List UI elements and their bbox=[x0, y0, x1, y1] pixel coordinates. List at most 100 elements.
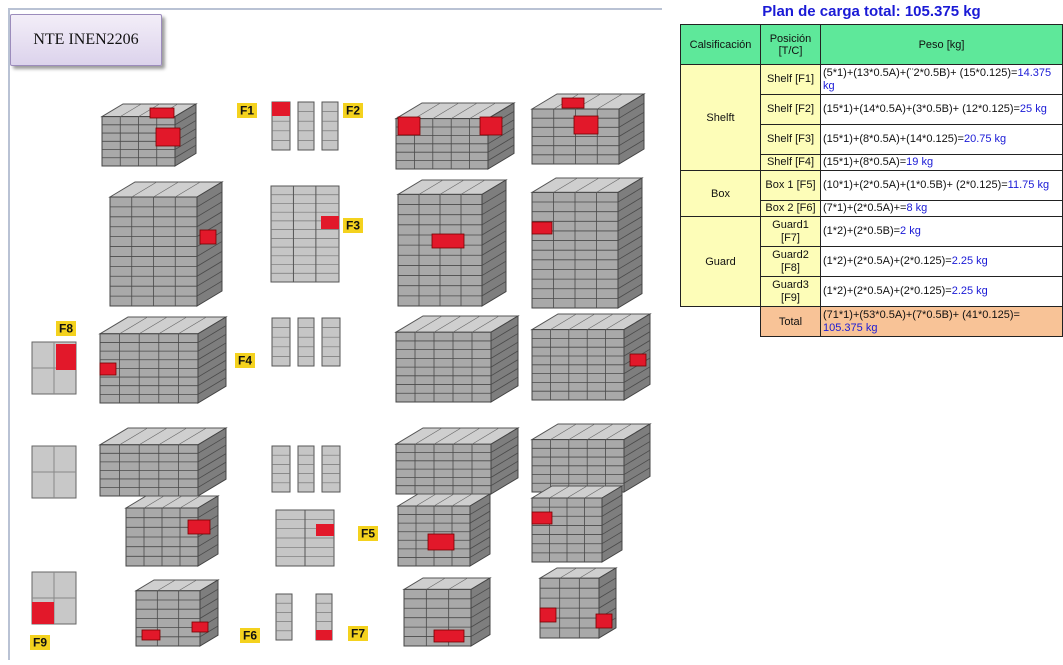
column bbox=[275, 593, 293, 641]
shelf-stack bbox=[394, 427, 520, 495]
shelf-f1-stack bbox=[100, 103, 198, 167]
figure-label-badge bbox=[348, 626, 368, 641]
position-cell: Box 1 [F5] bbox=[760, 170, 821, 201]
weight-cell: (10*1)+(2*0.5A)+(1*0.5B)+ (2*0.125)=11.7… bbox=[820, 170, 1063, 201]
position-cell: Box 2 [F6] bbox=[760, 200, 821, 217]
weight-value: 19 kg bbox=[906, 156, 934, 168]
box-f5-alt2-stack bbox=[530, 485, 624, 563]
weight-formula: (1*2)+(2*0.5B)= bbox=[823, 225, 901, 237]
position-cell: Shelf [F4] bbox=[760, 154, 821, 171]
box-f6-alt-stack bbox=[402, 577, 492, 647]
box-f6-stack bbox=[134, 579, 220, 647]
box-f6-alt2-stack bbox=[538, 567, 618, 639]
position-cell: Guard3 [F9] bbox=[760, 276, 821, 307]
table-row: Guard3 [F9](1*2)+(2*0.5A)+(2*0.125)=2.25… bbox=[681, 276, 1063, 307]
column bbox=[321, 445, 341, 493]
weight-value: 11.75 kg bbox=[1007, 179, 1050, 191]
weight-formula: (1*2)+(2*0.5A)+(2*0.125)= bbox=[823, 255, 952, 267]
shelf-f4-stack bbox=[98, 316, 228, 404]
guard-f7-column bbox=[315, 593, 333, 641]
weight-value: 2.25 kg bbox=[951, 285, 988, 297]
figure-label-badge bbox=[240, 628, 260, 643]
position-cell: Guard2 [F8] bbox=[760, 246, 821, 277]
weight-cell: (1*2)+(2*0.5A)+(2*0.125)=2.25 kg bbox=[820, 246, 1063, 277]
shelf-f3-stack bbox=[108, 181, 224, 307]
weight-cell: (15*1)+(8*0.5A)=19 kg bbox=[820, 154, 1063, 171]
shelf-stack bbox=[530, 423, 652, 493]
weight-value: 8 kg bbox=[906, 202, 928, 214]
classification-cell: Guard bbox=[680, 216, 761, 307]
figure-label-f1: F1 bbox=[240, 104, 254, 118]
weight-value: 20.75 kg bbox=[963, 133, 1007, 145]
column bbox=[271, 445, 291, 493]
weight-formula: (15*1)+(8*0.5A)+(14*0.125)= bbox=[823, 133, 964, 145]
guard-f9-view bbox=[31, 571, 77, 625]
table-row: Shelf [F4](15*1)+(8*0.5A)=19 kg bbox=[681, 154, 1063, 171]
column bbox=[271, 317, 291, 367]
figure-label-f5: F5 bbox=[361, 527, 375, 541]
figure-label-badge bbox=[235, 353, 255, 368]
total-label: Total bbox=[760, 306, 821, 337]
figure-label-f2: F2 bbox=[346, 104, 360, 118]
header-weight: Peso [kg] bbox=[820, 24, 1063, 65]
table-row: Guard2 [F8](1*2)+(2*0.5A)+(2*0.125)=2.25… bbox=[681, 246, 1063, 277]
total-value: 105.375 kg bbox=[823, 321, 878, 334]
figure-label-badge bbox=[358, 526, 378, 541]
figure-label-f9: F9 bbox=[33, 636, 47, 650]
position-cell: Shelf [F2] bbox=[760, 94, 821, 125]
figure-label-f3: F3 bbox=[346, 219, 360, 233]
column bbox=[321, 317, 341, 367]
classification-cell: Box bbox=[680, 170, 761, 217]
table-row: Box 2 [F6](7*1)+(2*0.5A)+=8 kg bbox=[681, 200, 1063, 217]
weight-cell: (1*2)+(2*0.5B)=2 kg bbox=[820, 216, 1063, 247]
norm-label: NTE INEN2206 bbox=[33, 31, 139, 48]
diagram-panel bbox=[8, 8, 662, 660]
figure-label-f8: F8 bbox=[59, 322, 73, 336]
weight-value: 2 kg bbox=[900, 225, 921, 237]
weight-formula: (15*1)+(14*0.5A)+(3*0.5B)+ (12*0.125)= bbox=[823, 103, 1020, 115]
figure-label-f7: F7 bbox=[351, 627, 365, 641]
weight-cell: (1*2)+(2*0.5A)+(2*0.125)=2.25 kg bbox=[820, 276, 1063, 307]
figure-label-badge bbox=[343, 103, 363, 118]
figure-label-badge bbox=[237, 103, 257, 118]
weight-value: 25 kg bbox=[1019, 103, 1047, 115]
position-cell: Shelf [F3] bbox=[760, 124, 821, 155]
norm-label-box: NTE INEN2206 bbox=[10, 14, 162, 66]
figure-label-badge bbox=[30, 635, 50, 650]
guard-view bbox=[31, 445, 77, 499]
total-weight-cell: (71*1)+(53*0.5A)+(7*0.5B)+ (41*0.125)= 1… bbox=[820, 306, 1063, 337]
weight-cell: (5*1)+(13*0.5A)+(¨2*0.5B)+ (15*0.125)=14… bbox=[820, 64, 1063, 95]
weight-formula: (5*1)+(13*0.5A)+(¨2*0.5B)+ (15*0.125)= bbox=[823, 66, 1018, 79]
table-row: Shelf [F2](15*1)+(14*0.5A)+(3*0.5B)+ (12… bbox=[681, 94, 1063, 125]
plan-title: Plan de carga total: 105.375 kg bbox=[762, 3, 981, 20]
weight-formula: (1*2)+(2*0.5A)+(2*0.125)= bbox=[823, 285, 952, 297]
shelf-f3-alt-stack bbox=[396, 179, 508, 307]
total-formula: (71*1)+(53*0.5A)+(7*0.5B)+ (41*0.125)= bbox=[823, 308, 1020, 321]
table-header-row: Calsificación Posición [T/C] Peso [kg] bbox=[680, 24, 1063, 65]
total-row: Total(71*1)+(53*0.5A)+(7*0.5B)+ (41*0.12… bbox=[680, 306, 1063, 337]
weight-formula: (15*1)+(8*0.5A)= bbox=[823, 156, 907, 168]
shelf-f4-alt-stack bbox=[394, 315, 520, 403]
shelf-f4-alt2-stack bbox=[530, 313, 652, 401]
shelf-f3-plan bbox=[270, 185, 340, 283]
position-cell: Guard1 [F7] bbox=[760, 216, 821, 247]
classification-cell: Shelft bbox=[680, 64, 761, 171]
weight-cell: (15*1)+(14*0.5A)+(3*0.5B)+ (12*0.125)=25… bbox=[820, 94, 1063, 125]
shelf-f2-alt-stack bbox=[530, 93, 646, 165]
weight-cell: (15*1)+(8*0.5A)+(14*0.125)=20.75 kg bbox=[820, 124, 1063, 155]
header-classification: Calsificación bbox=[680, 24, 761, 65]
shelf-f3-alt2-stack bbox=[530, 177, 644, 309]
figure-label-f6: F6 bbox=[243, 629, 257, 643]
column bbox=[297, 317, 315, 367]
weight-value: 2.25 kg bbox=[951, 255, 988, 267]
figure-label-badge bbox=[56, 321, 76, 336]
weight-formula: (10*1)+(2*0.5A)+(1*0.5B)+ (2*0.125)= bbox=[823, 179, 1008, 191]
table-row: Shelf [F3](15*1)+(8*0.5A)+(14*0.125)=20.… bbox=[681, 124, 1063, 155]
weight-value: 14.375 kg bbox=[823, 66, 1052, 92]
column bbox=[297, 445, 315, 493]
weight-cell: (7*1)+(2*0.5A)+=8 kg bbox=[820, 200, 1063, 217]
